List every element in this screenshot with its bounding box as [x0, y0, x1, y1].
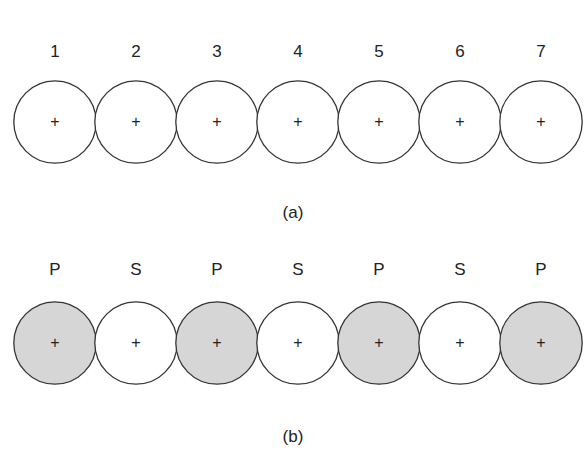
center-mark: +: [337, 111, 421, 133]
circle-cell: P+: [175, 256, 259, 385]
center-mark: +: [256, 332, 340, 354]
cell-label: 1: [13, 38, 97, 66]
circle-cell: S+: [418, 256, 502, 385]
circle-shape: [257, 81, 339, 163]
circle-shape: [500, 81, 582, 163]
circle-shape: [500, 302, 582, 384]
center-mark: +: [499, 332, 583, 354]
cell-label: 6: [418, 38, 502, 66]
center-mark: +: [418, 111, 502, 133]
cell-label: 5: [337, 38, 421, 66]
circle-cell: P+: [499, 256, 583, 385]
cell-label: S: [256, 256, 340, 284]
figure-caption: (b): [283, 427, 304, 447]
cell-label: P: [499, 256, 583, 284]
circle-shape: [338, 81, 420, 163]
circle-cell: P+: [13, 256, 97, 385]
circle-cell: 4+: [256, 38, 340, 164]
circle-shape: [176, 302, 258, 384]
center-mark: +: [175, 111, 259, 133]
cell-label: P: [13, 256, 97, 284]
cell-label: P: [337, 256, 421, 284]
circle-shape: [95, 302, 177, 384]
cell-label: P: [175, 256, 259, 284]
circle-cell: 6+: [418, 38, 502, 164]
circle-shape: [257, 302, 339, 384]
cell-label: 2: [94, 38, 178, 66]
cell-label: S: [94, 256, 178, 284]
circle-cell: P+: [337, 256, 421, 385]
figure-caption: (a): [283, 203, 304, 223]
circle-cell: 5+: [337, 38, 421, 164]
center-mark: +: [94, 332, 178, 354]
center-mark: +: [499, 111, 583, 133]
center-mark: +: [337, 332, 421, 354]
circle-cell: S+: [94, 256, 178, 385]
center-mark: +: [13, 111, 97, 133]
center-mark: +: [418, 332, 502, 354]
cell-label: 4: [256, 38, 340, 66]
circle-cell: 2+: [94, 38, 178, 164]
circle-shape: [338, 302, 420, 384]
center-mark: +: [256, 111, 340, 133]
circle-shape: [419, 81, 501, 163]
center-mark: +: [94, 111, 178, 133]
circle-shape: [176, 81, 258, 163]
circle-shape: [419, 302, 501, 384]
circle-shape: [14, 302, 96, 384]
cell-label: S: [418, 256, 502, 284]
circle-cell: 1+: [13, 38, 97, 164]
circle-cell: S+: [256, 256, 340, 385]
center-mark: +: [13, 332, 97, 354]
circle-cell: 3+: [175, 38, 259, 164]
cell-label: 3: [175, 38, 259, 66]
circle-shape: [14, 81, 96, 163]
circle-shape: [95, 81, 177, 163]
center-mark: +: [175, 332, 259, 354]
circle-cell: 7+: [499, 38, 583, 164]
cell-label: 7: [499, 38, 583, 66]
